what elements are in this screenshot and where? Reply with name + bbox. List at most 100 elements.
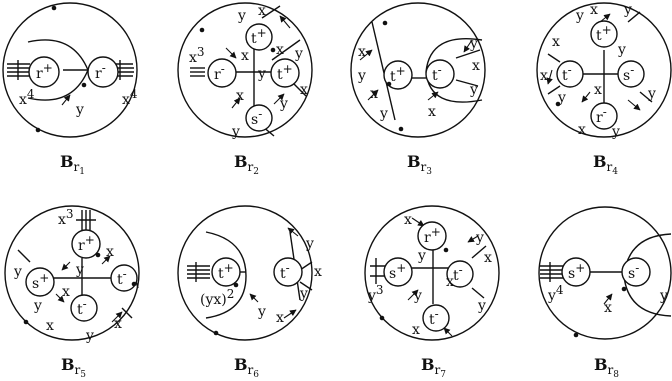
panel-2-edge-label: x — [276, 42, 284, 58]
panel-6-dot — [233, 282, 239, 288]
panel-2-vertex — [245, 23, 273, 51]
panel-1-vertex — [28, 56, 60, 88]
panel-3-arrow — [463, 39, 473, 53]
panel-4-arrow — [546, 69, 553, 85]
panel-5-edge-label: y — [75, 262, 84, 278]
panel-1-arrow — [61, 94, 71, 106]
panel-5-edge-label: x — [62, 284, 70, 300]
panel-5-vertex-label: t- — [77, 297, 87, 318]
panel-3-basepoint-dot — [398, 126, 404, 132]
panel-6-vertex — [211, 257, 241, 287]
panel-6-basepoint-dot — [213, 330, 219, 336]
panel-3-edge-label: y — [357, 68, 366, 84]
panel-3-dot — [386, 81, 392, 87]
panel-5-basepoint-dot — [23, 319, 29, 325]
panel-1: r+ r- x4 y x4 Br1 — [2, 2, 138, 177]
panel-3-edge-label: x — [370, 86, 378, 102]
panel-4-edge — [627, 11, 641, 23]
panel-5-arrow — [111, 311, 123, 323]
panel-2-dot — [270, 47, 276, 53]
panel-6-boundary — [177, 205, 313, 341]
panel-5-vertex — [25, 267, 55, 297]
panel-6-edge-label: x — [276, 310, 284, 326]
panel-8-basepoint-dot — [573, 332, 579, 338]
panel-4-vertex-label: t- — [562, 63, 572, 84]
panel-1-vertex-label: r+ — [36, 61, 53, 82]
panel-2-edge-label: y — [257, 66, 266, 82]
panel-6-edge-label: (yx)2 — [200, 287, 234, 308]
panel-2-boundary — [177, 2, 313, 138]
panel-2-caption: Br2 — [234, 152, 259, 177]
panel-3-arrow — [427, 91, 439, 101]
panel-4-vertex — [556, 60, 584, 88]
panel-3-edge-label: x — [428, 104, 436, 120]
panel-2-vertex-label: r- — [214, 62, 225, 83]
panel-4-vertex — [617, 60, 645, 88]
panel-8-edge-label: y — [659, 288, 668, 304]
panel-4-edge — [639, 91, 653, 103]
panel-2-vertex-label: t+ — [277, 62, 293, 83]
panel-5-edge-label: x — [46, 318, 54, 334]
panel-6-edge-label: y — [305, 236, 314, 252]
panel-3: t+ t- x y x y x y x y Br3 — [350, 2, 486, 177]
panel-6-edge-label: y — [299, 286, 308, 302]
panel-6-arc — [205, 231, 247, 319]
panel-7-arrow — [467, 235, 479, 243]
panel-4-edge-label: y — [611, 124, 620, 140]
panel-6-arrow — [287, 227, 299, 237]
panel-2-vertex — [270, 58, 300, 88]
panel-4-vertex-label: r- — [596, 105, 607, 126]
panel-5: r+ s+ t- t- x3 x y x y x y x y Br5 — [4, 205, 140, 380]
panel-2-vertex — [245, 104, 273, 132]
panel-3-caption: Br3 — [407, 152, 432, 177]
panel-7-vertex-label: t- — [453, 263, 463, 284]
panel-5-arrow — [61, 261, 71, 271]
panel-3-edge — [455, 79, 479, 87]
panel-5-edge-label: y — [33, 298, 42, 314]
panel-3-vertex — [425, 59, 455, 89]
panel-1-edge-label: y — [75, 102, 84, 118]
panel-2-arrow — [279, 15, 291, 29]
panel-7-caption: Br7 — [421, 355, 446, 380]
panel-4-arrow — [627, 99, 641, 111]
panel-3-basepoint-dot — [382, 20, 388, 26]
panel-2-arrow — [225, 47, 237, 59]
panel-4-edge-label: x — [552, 34, 560, 50]
panel-2-arrow — [273, 93, 285, 105]
panel-5-edge-label: x — [106, 244, 114, 260]
panel-4-edge-label: x — [540, 68, 548, 84]
panel-2-edge — [271, 39, 301, 61]
panel-2-edge-label: y — [279, 96, 288, 112]
panel-1-edge-label: x4 — [19, 87, 35, 108]
panel-5-vertex — [110, 264, 138, 292]
panel-6-arrow — [249, 293, 259, 303]
panel-4-edge-label: y — [647, 86, 656, 102]
panel-8-dot — [621, 286, 627, 292]
panel-6-edge-label: x — [314, 264, 322, 280]
panel-1-basepoint-dot — [35, 127, 41, 133]
panel-3-vertex — [383, 60, 413, 90]
panel-7-edge — [471, 287, 485, 299]
panel-2-vertex-label: s- — [251, 107, 262, 128]
panel-7-vertex-label: t- — [429, 307, 439, 328]
panel-2-edge-label: x — [236, 88, 244, 104]
panel-4-edge — [547, 85, 561, 95]
panel-7-edge-label: x — [484, 250, 492, 266]
panel-5-dot — [95, 252, 101, 258]
panel-3-arrow — [359, 49, 373, 61]
panel-5-edge — [121, 307, 133, 319]
panel-4-edge-label: y — [575, 8, 584, 24]
panel-7-vertex — [417, 221, 447, 251]
panel-4-boundary — [536, 2, 672, 138]
panel-5-edge-label: x — [114, 316, 122, 332]
panel-3-boundary — [350, 2, 486, 138]
panel-5-edge-label: y — [13, 264, 22, 280]
panel-4: t+ t- s- r- y x y x y x y x y x y Br4 — [536, 2, 672, 177]
panel-1-edge-label: x4 — [122, 87, 138, 108]
panel-3-edge — [371, 21, 396, 121]
panel-7-dot — [443, 247, 449, 253]
panel-6-edge-label: y — [257, 304, 266, 320]
panel-5-vertex-label: r+ — [78, 233, 95, 254]
panel-2-vertex-label: t+ — [251, 26, 267, 47]
panel-7-edge-label: x — [412, 322, 420, 338]
